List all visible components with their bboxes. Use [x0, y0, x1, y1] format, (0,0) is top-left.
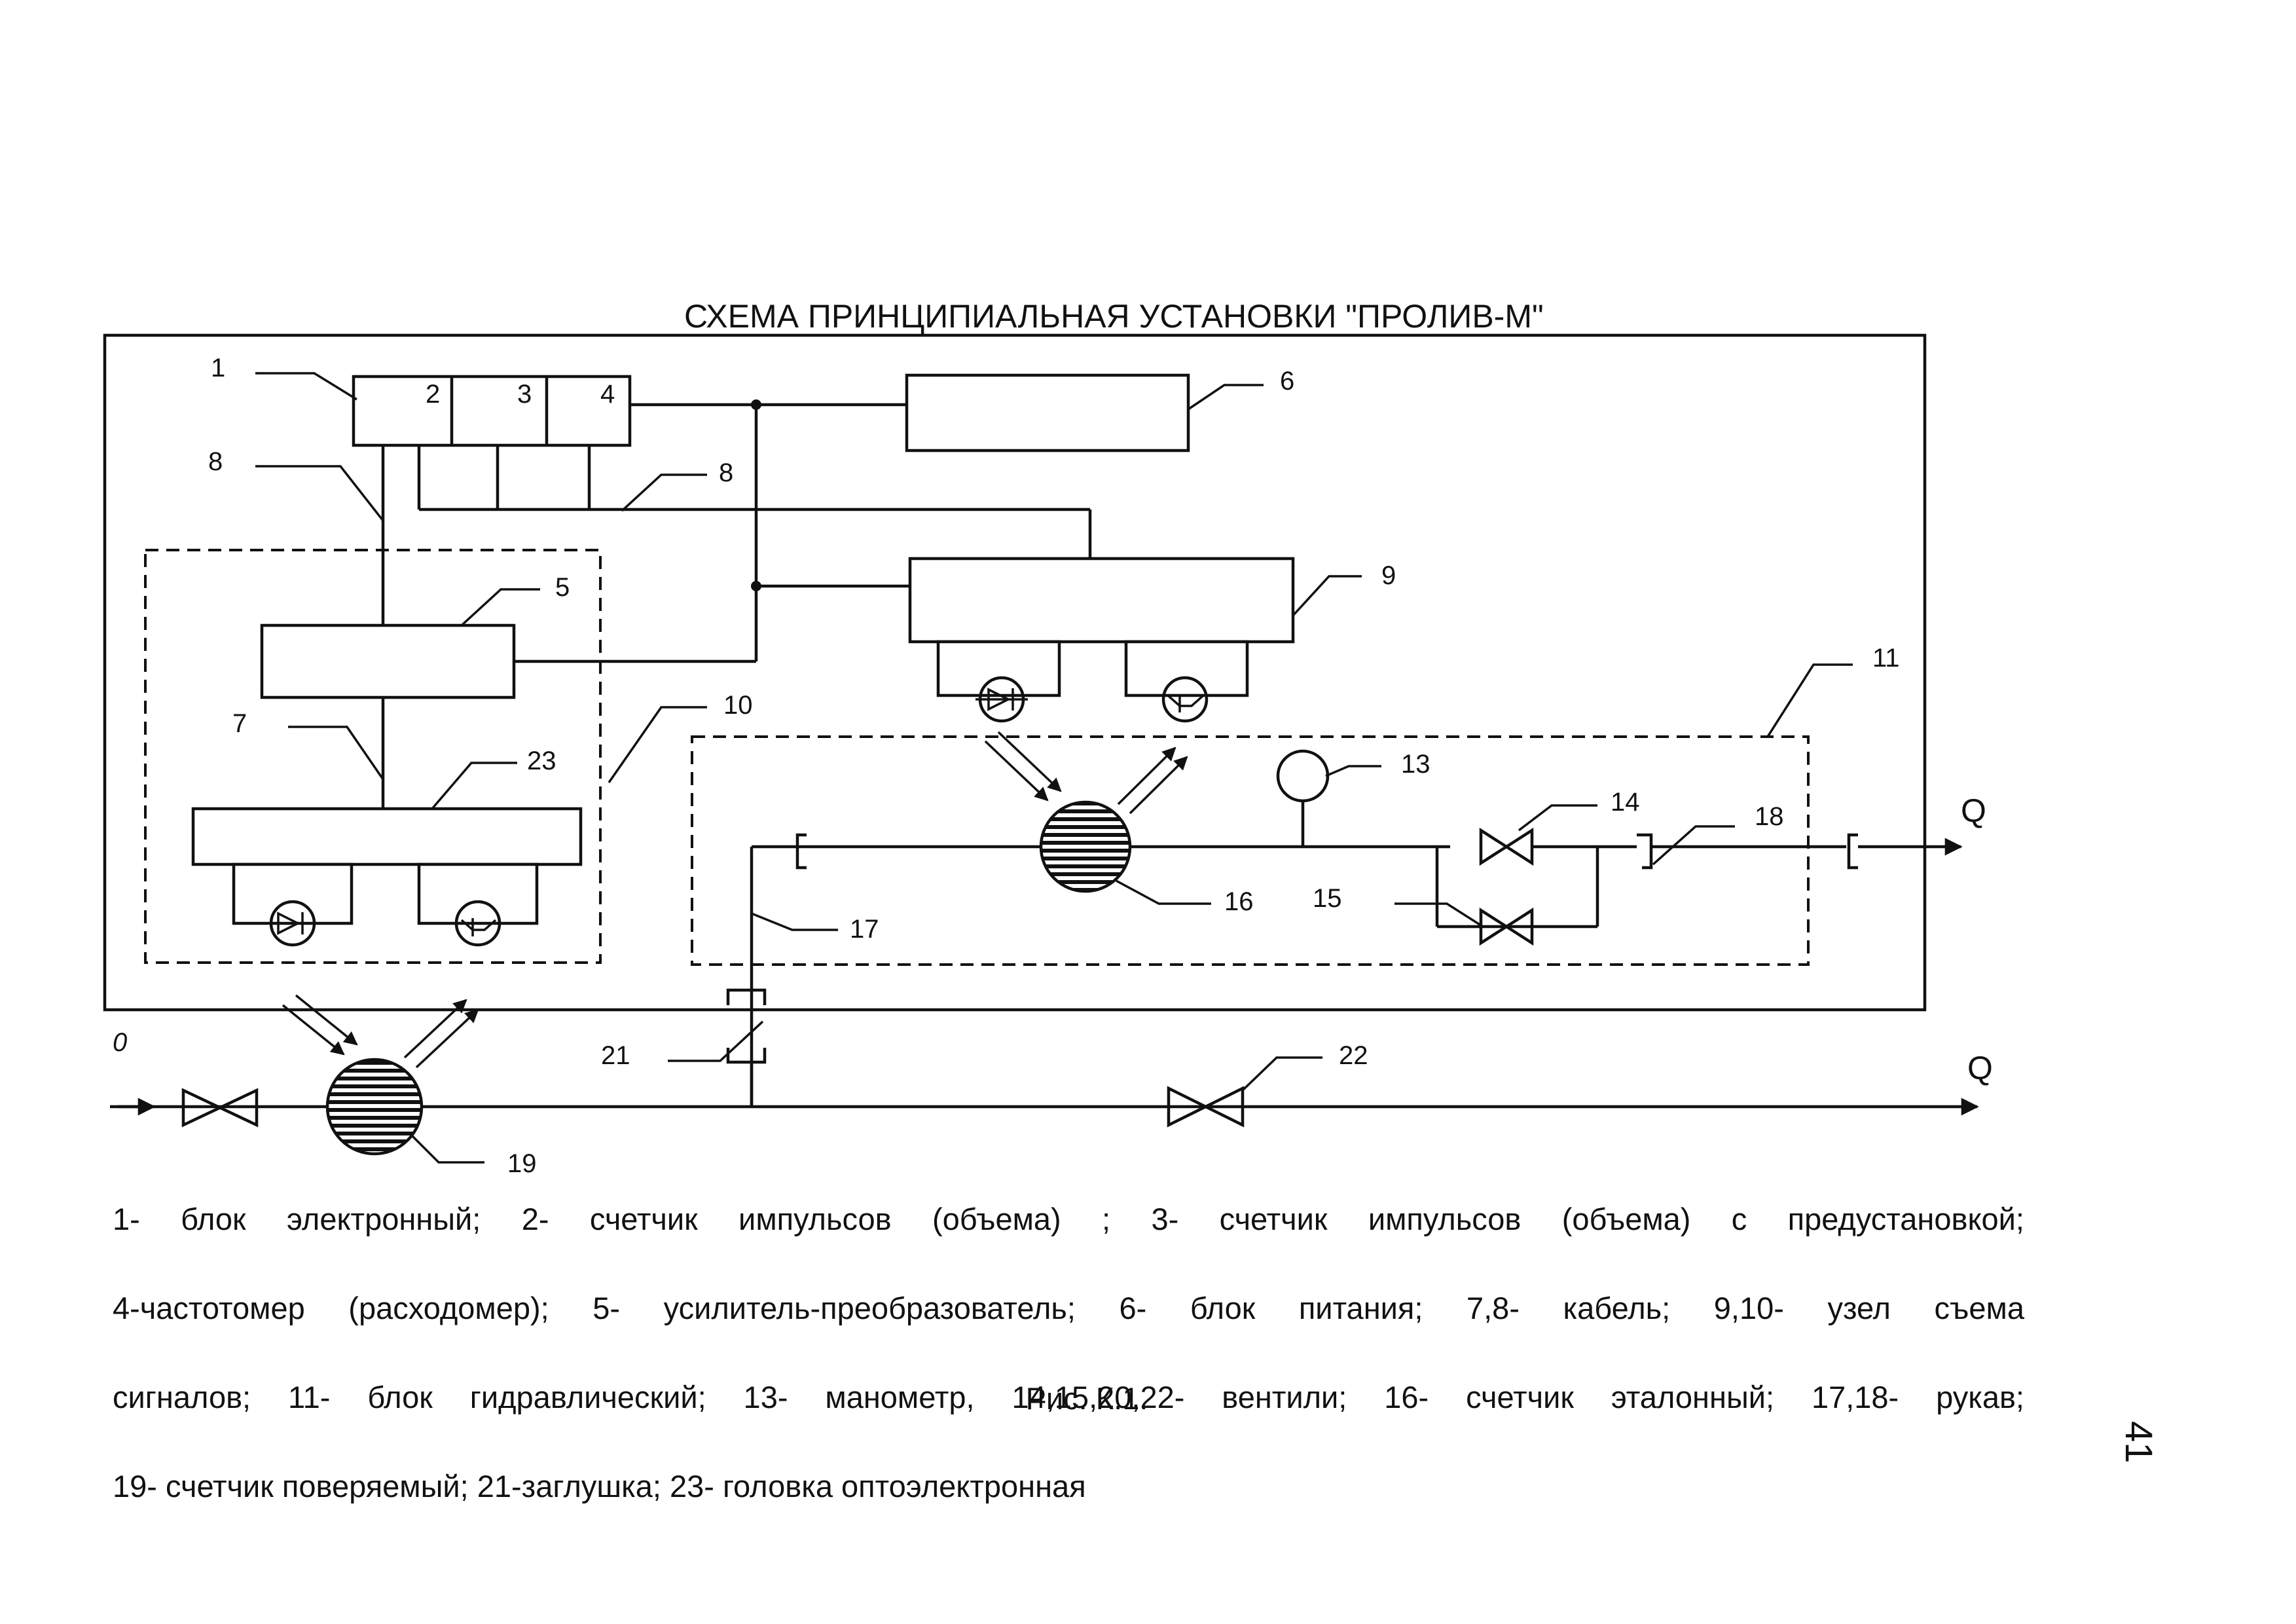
valve-22-icon	[1167, 1086, 1245, 1128]
legend-line: 19- счетчик поверяемый; 21-заглушка; 23-…	[113, 1469, 1086, 1504]
label-2: 2	[426, 380, 440, 409]
hydraulic-pipeline	[750, 833, 1963, 1107]
page-number: 41	[2117, 1421, 2160, 1464]
label-9: 9	[1381, 561, 1396, 590]
label-15: 15	[1313, 884, 1342, 913]
legend-line: сигналов; 11- блок гидравлический; 13- м…	[113, 1380, 2024, 1414]
label-14: 14	[1611, 788, 1640, 817]
label-23: 23	[527, 747, 556, 775]
led-icon	[975, 688, 1028, 711]
reference-meter-icon	[1039, 800, 1132, 893]
led-icon	[265, 912, 321, 935]
outer-frame	[103, 333, 1927, 1012]
tested-meter-icon	[325, 1058, 424, 1156]
label-q-lower: Q	[1967, 1050, 1993, 1086]
amplifier-converter-block	[260, 623, 516, 699]
label-0: 0	[113, 1028, 127, 1057]
signal-pickup-unit-9	[908, 557, 1295, 723]
optoelectronic-head	[191, 807, 583, 947]
optical-signal-arrows	[984, 731, 1188, 815]
label-1: 1	[211, 354, 225, 382]
label-16: 16	[1224, 887, 1254, 916]
signal-pickup-unit-10	[144, 549, 602, 964]
label-3: 3	[517, 380, 532, 409]
legend: 1- блок электронный; 2- счетчик импульсо…	[113, 1197, 2024, 1509]
label-21: 21	[601, 1041, 630, 1070]
power-supply-block	[905, 373, 1190, 452]
label-8b: 8	[719, 458, 733, 487]
leader-lines	[255, 372, 1853, 1164]
label-13: 13	[1401, 750, 1430, 779]
label-18: 18	[1755, 802, 1784, 831]
number-labels: 1 2 3 4 8 8 5 6 9 10 11 7 23 13 14 15 16…	[113, 354, 1993, 1178]
label-19: 19	[507, 1149, 537, 1178]
legend-line: 1- блок электронный; 2- счетчик импульсо…	[113, 1202, 2024, 1236]
valve-15-icon	[1479, 907, 1534, 946]
label-10: 10	[723, 691, 753, 720]
figure-caption: Рис. К.1.	[1025, 1381, 1148, 1416]
power-cable	[514, 399, 910, 663]
diagram-title: СХЕМА ПРИНЦИПИАЛЬНАЯ УСТАНОВКИ "ПРОЛИВ-М…	[684, 298, 1544, 335]
label-6: 6	[1280, 367, 1294, 396]
optical-signal-arrows-lower	[282, 994, 479, 1069]
manometer-icon	[1276, 749, 1330, 847]
label-7: 7	[232, 709, 247, 738]
label-17: 17	[850, 915, 879, 944]
signal-cable	[417, 445, 1092, 559]
label-11: 11	[1872, 644, 1900, 673]
label-4: 4	[600, 380, 615, 409]
label-8a: 8	[208, 447, 223, 476]
legend-line: 4-частотомер (расходомер); 5- усилитель-…	[113, 1291, 2024, 1325]
phototransistor-icon	[1167, 694, 1204, 712]
label-q-upper: Q	[1961, 792, 1986, 829]
electronic-unit-block	[352, 375, 632, 447]
phototransistor-icon	[460, 918, 497, 936]
label-5: 5	[555, 573, 570, 602]
label-22: 22	[1339, 1041, 1368, 1070]
valve-14-icon	[1479, 827, 1534, 866]
inlet-valve-icon	[181, 1088, 259, 1128]
